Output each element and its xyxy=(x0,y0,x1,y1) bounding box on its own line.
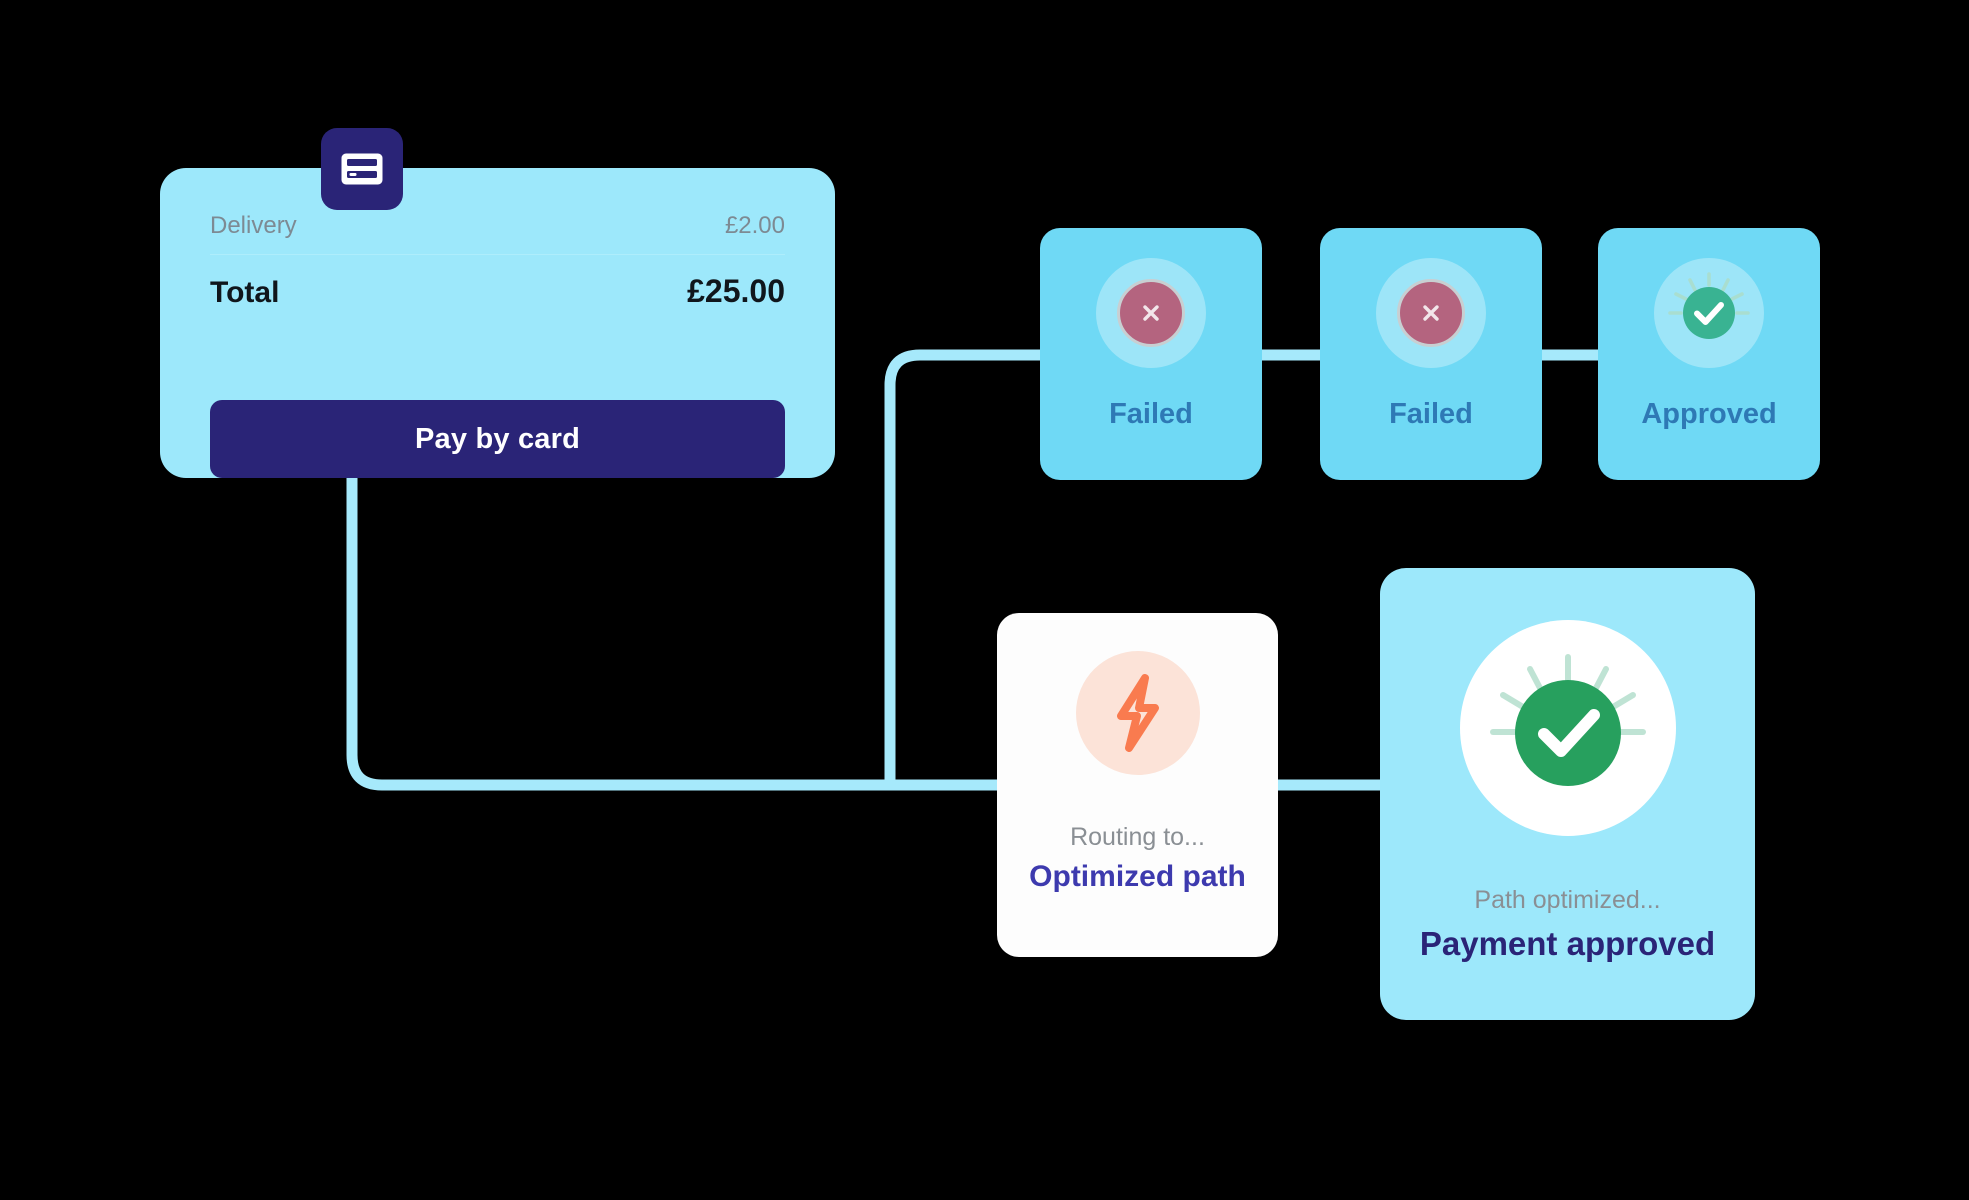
approved-subtitle: Path optimized... xyxy=(1474,886,1661,914)
attempt-card-failed-2[interactable]: Failed xyxy=(1320,228,1542,480)
x-circle-icon xyxy=(1397,279,1465,347)
routing-title: Optimized path xyxy=(1029,860,1246,893)
routing-card[interactable]: Routing to... Optimized path xyxy=(997,613,1278,957)
attempt-card-failed-1[interactable]: Failed xyxy=(1040,228,1262,480)
check-burst-icon xyxy=(1668,272,1750,339)
x-mark-icon xyxy=(1423,305,1439,321)
attempt-label: Approved xyxy=(1641,398,1777,430)
checkout-card: Delivery £2.00 Total £25.00 Pay by card xyxy=(160,168,835,478)
approved-title: Payment approved xyxy=(1419,925,1716,962)
delivery-row: Delivery £2.00 xyxy=(210,212,785,255)
icon-backdrop xyxy=(1459,620,1676,836)
credit-card-icon xyxy=(341,153,383,185)
x-circle-icon xyxy=(1117,279,1185,347)
payment-approved-card[interactable]: Path optimized... Payment approved xyxy=(1380,568,1755,1020)
delivery-label: Delivery xyxy=(210,212,297,239)
wire-checkout-to-routing xyxy=(346,472,1003,791)
delivery-value: £2.00 xyxy=(724,212,785,239)
x-mark-icon xyxy=(1143,305,1159,321)
icon-halo xyxy=(1096,258,1206,368)
icon-halo xyxy=(1654,258,1764,368)
credit-card-badge xyxy=(321,128,403,210)
pay-by-card-button[interactable]: Pay by card xyxy=(210,400,785,478)
attempt-label: Failed xyxy=(1389,398,1473,430)
total-row: Total £25.00 xyxy=(210,255,785,310)
lightning-bolt-icon xyxy=(1116,674,1159,752)
attempt-label: Failed xyxy=(1109,398,1193,430)
attempt-card-approved[interactable]: Approved xyxy=(1598,228,1820,480)
icon-backdrop xyxy=(1075,651,1200,775)
check-burst-icon xyxy=(1489,654,1646,786)
routing-subtitle: Routing to... xyxy=(1070,823,1205,851)
total-value: £25.00 xyxy=(687,273,785,309)
total-label: Total xyxy=(210,276,280,309)
icon-halo xyxy=(1376,258,1486,368)
